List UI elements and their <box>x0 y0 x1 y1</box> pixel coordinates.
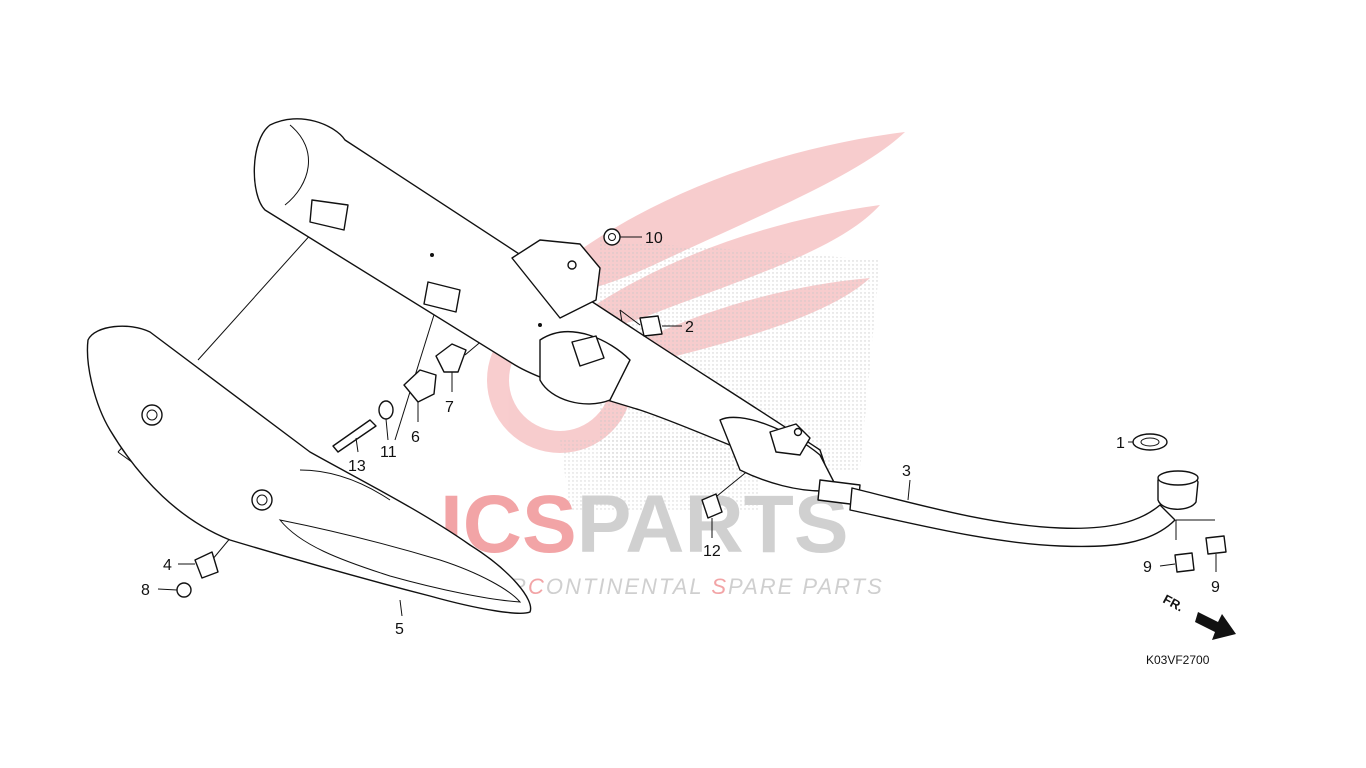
drawing-code: K03VF2700 <box>1146 653 1210 667</box>
nut-part-9a <box>1174 552 1195 573</box>
front-direction-indicator: FR. <box>1161 591 1236 640</box>
bolt-part-13 <box>332 419 377 453</box>
bolt-part-8 <box>176 582 192 598</box>
front-label: FR. <box>1161 591 1187 614</box>
collar-part-7 <box>435 343 467 373</box>
part-label-8: 8 <box>141 582 150 599</box>
grommet-part-4 <box>194 551 219 579</box>
heat-shield <box>86 325 532 614</box>
part-label-5: 5 <box>395 621 404 638</box>
watermark-brand-secondary: PARTS <box>577 479 849 570</box>
clip-part-2 <box>639 315 663 337</box>
part-label-4: 4 <box>163 557 172 574</box>
exhaust-pipe <box>849 470 1199 548</box>
muffler-body <box>253 118 861 506</box>
part-label-2: 2 <box>685 319 694 336</box>
grommet-part-6 <box>403 369 437 403</box>
part-label-1: 1 <box>1116 435 1125 452</box>
front-arrow-icon <box>1195 612 1236 640</box>
svg-text:ICSPARTS: ICSPARTS <box>440 479 849 570</box>
part-label-11: 11 <box>380 444 397 461</box>
part-label-3: 3 <box>902 463 911 480</box>
bolt-part-12 <box>701 493 723 519</box>
nut-part-10 <box>603 228 621 246</box>
part-label-12: 12 <box>703 543 721 560</box>
part-label-7: 7 <box>445 399 454 416</box>
muffler-brackets <box>309 199 811 456</box>
washer-part-11 <box>378 400 394 420</box>
nut-part-9b <box>1205 535 1227 555</box>
gasket-part-1 <box>1132 433 1168 451</box>
part-label-10: 10 <box>645 230 663 247</box>
part-label-6: 6 <box>411 429 420 446</box>
small-parts <box>176 228 1227 598</box>
part-label-9b: 9 <box>1211 579 1220 596</box>
part-label-9a: 9 <box>1143 559 1152 576</box>
part-number-labels: 1 2 3 4 5 6 7 8 9 9 10 11 12 13 <box>141 230 1220 638</box>
part-label-13: 13 <box>348 458 366 475</box>
